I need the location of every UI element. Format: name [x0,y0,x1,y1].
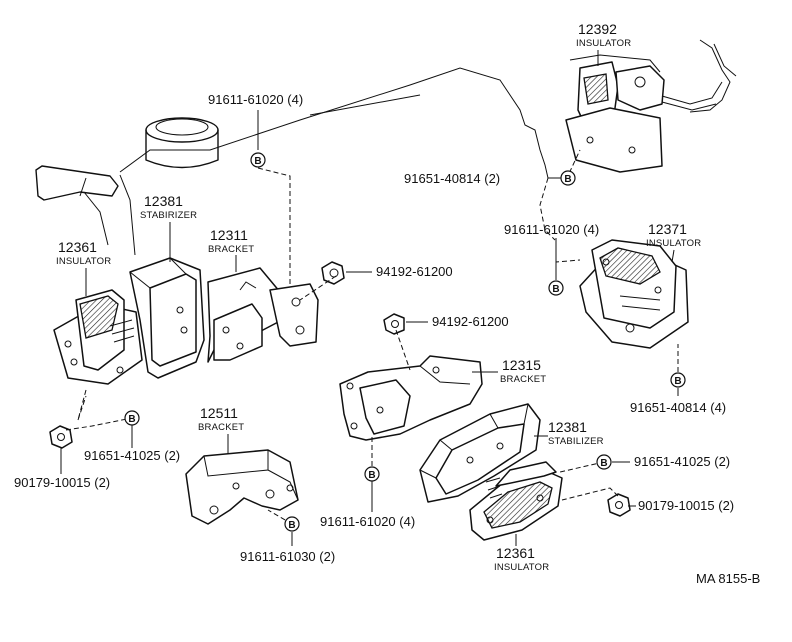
diagram-code: MA 8155-B [696,571,760,586]
callout-91651-41025-lowright: 91651-41025 (2) [634,454,730,469]
callout-91651-40814-top: 91651-40814 (2) [404,171,500,186]
callout-12381-right-number: 12381 [548,419,587,435]
callout-91611-61020-bottom: 91611-61020 (4) [320,514,415,529]
callout-12511-number: 12511 [200,405,238,421]
leader-lines [60,50,679,546]
callout-12311-number: 12311 [210,227,248,243]
bolt-symbol-letter: B [552,284,559,295]
callout-90179-10015-left: 90179-10015 (2) [14,475,110,490]
nut-94192-upper [321,261,345,285]
engine-outline [35,39,737,256]
callout-12392-name: INSULATOR [576,38,631,49]
insulator-12361-right [469,461,563,541]
callout-90179-10015-right: 90179-10015 (2) [638,498,734,513]
assembly-lines [65,149,679,525]
callout-12311-name: BRACKET [208,244,254,255]
bolt-symbol-1: B [250,152,266,168]
stabilizer-12381-right [419,403,541,503]
bolt-symbol-letter: B [600,458,607,469]
bracket-12315 [339,355,483,441]
callout-12381-right-name: STABILIZER [548,436,604,447]
nut-94192-lower [383,313,405,335]
callout-12381-left-number: 12381 [144,193,183,209]
callout-12315-name: BRACKET [500,374,546,385]
bolt-symbol-5: B [124,410,140,426]
bolt-symbol-letter: B [674,376,681,387]
callout-12361-right-name: INSULATOR [494,562,549,573]
callout-91611-61020-top: 91611-61020 (4) [208,92,303,107]
stabilizer-12381-left [129,257,205,379]
callout-12315-number: 12315 [502,357,541,373]
callout-94192-61200-lower: 94192-61200 [432,314,509,329]
insulator-12371 [579,239,689,349]
callout-12371-number: 12371 [648,221,687,237]
bolt-symbol-3: B [548,280,564,296]
callout-12511-name: BRACKET [198,422,244,433]
bolt-symbol-6: B [596,454,612,470]
bolt-symbol-letter: B [368,470,375,481]
bolt-symbol-letter: B [564,174,571,185]
bolt-symbol-letter: B [288,520,295,531]
bracket-12311 [207,267,319,363]
callout-91651-40814-right: 91651-40814 (4) [630,400,726,415]
bolt-symbol-letter: B [254,156,261,167]
bolt-symbol-7: B [364,466,380,482]
callout-12361-right-number: 12361 [496,545,535,561]
callout-12392-number: 12392 [578,21,617,37]
callout-94192-61200-upper: 94192-61200 [376,264,453,279]
callout-91651-41025-left: 91651-41025 (2) [84,448,180,463]
insulator-12392 [565,61,723,173]
callout-12361-left-name: INSULATOR [56,256,111,267]
callout-labels: 91611-61020 (4) 12392 INSULATOR 91651-40… [14,21,760,586]
bolt-symbol-2: B [560,170,576,186]
callout-12361-left-number: 12361 [58,239,97,255]
bolt-symbol-letter: B [128,414,135,425]
insulator-12361-left [53,289,143,385]
bolt-symbol-4: B [670,372,686,388]
callout-12381-left-name: STABIRIZER [140,210,197,221]
callout-12371-name: INSULATOR [646,238,701,249]
nut-90179-left [49,425,73,449]
bolt-symbol-8: B [284,516,300,532]
callout-91611-61020-right: 91611-61020 (4) [504,222,599,237]
bracket-12511 [185,449,299,525]
nut-90179-right [607,493,631,517]
callout-91611-61030: 91611-61030 (2) [240,549,335,564]
